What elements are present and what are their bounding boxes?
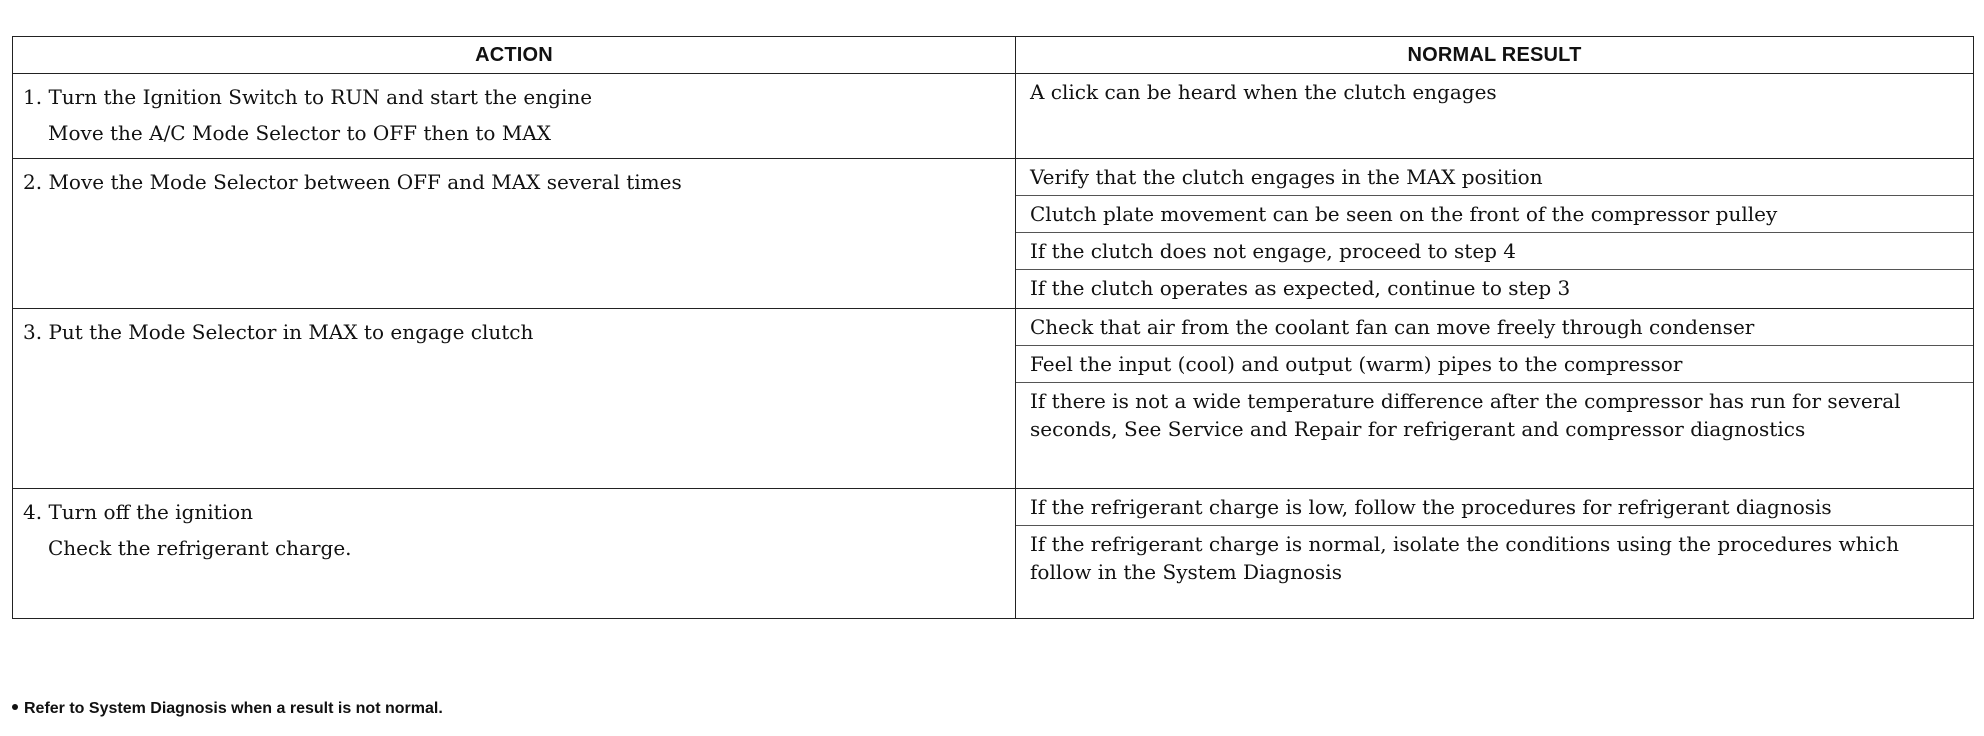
result-text: If the refrigerant charge is normal, iso… [1016, 525, 1973, 590]
action-step-text: Move the A/C Mode Selector to OFF then t… [48, 121, 551, 145]
action-cell: 4. Turn off the ignition Check the refri… [12, 488, 1016, 619]
diagnosis-table: ACTION NORMAL RESULT 1. Turn the Ignitio… [12, 36, 1974, 619]
result-text: If the refrigerant charge is low, follow… [1030, 495, 1832, 519]
result-cell: If the refrigerant charge is low, follow… [1015, 488, 1974, 619]
action-cell: 3. Put the Mode Selector in MAX to engag… [12, 308, 1016, 489]
result-text: Check that air from the coolant fan can … [1030, 315, 1755, 339]
result-cell: Check that air from the coolant fan can … [1015, 308, 1974, 489]
footnote-text: Refer to System Diagnosis when a result … [24, 700, 443, 717]
result-column-header: NORMAL RESULT [1015, 36, 1974, 74]
footnote: Refer to System Diagnosis when a result … [12, 700, 443, 718]
action-step-text: 4. Turn off the ignition [23, 500, 254, 524]
table-row: 4. Turn off the ignition Check the refri… [12, 488, 1974, 619]
action-cell: 1. Turn the Ignition Switch to RUN and s… [12, 73, 1016, 159]
table-header-row: ACTION NORMAL RESULT [12, 36, 1974, 74]
result-cell: Verify that the clutch engages in the MA… [1015, 158, 1974, 309]
table-row: 1. Turn the Ignition Switch to RUN and s… [12, 73, 1974, 159]
result-text: If the clutch does not engage, proceed t… [1016, 232, 1973, 269]
result-text: If the clutch operates as expected, cont… [1016, 269, 1973, 306]
action-column-header: ACTION [12, 36, 1016, 74]
action-step-text: 1. Turn the Ignition Switch to RUN and s… [23, 85, 593, 109]
bullet-icon [12, 704, 18, 711]
result-text: Clutch plate movement can be seen on the… [1016, 195, 1973, 232]
result-text: A click can be heard when the clutch eng… [1030, 80, 1497, 104]
result-cell: A click can be heard when the clutch eng… [1015, 73, 1974, 159]
result-text: Feel the input (cool) and output (warm) … [1016, 345, 1973, 382]
table-row: 2. Move the Mode Selector between OFF an… [12, 158, 1974, 309]
result-text: If there is not a wide temperature diffe… [1016, 382, 1973, 447]
table-row: 3. Put the Mode Selector in MAX to engag… [12, 308, 1974, 489]
action-step-text: Check the refrigerant charge. [48, 536, 352, 560]
result-text: Verify that the clutch engages in the MA… [1030, 165, 1543, 189]
action-step-text: 2. Move the Mode Selector between OFF an… [23, 170, 682, 194]
action-cell: 2. Move the Mode Selector between OFF an… [12, 158, 1016, 309]
action-step-text: 3. Put the Mode Selector in MAX to engag… [23, 320, 534, 344]
